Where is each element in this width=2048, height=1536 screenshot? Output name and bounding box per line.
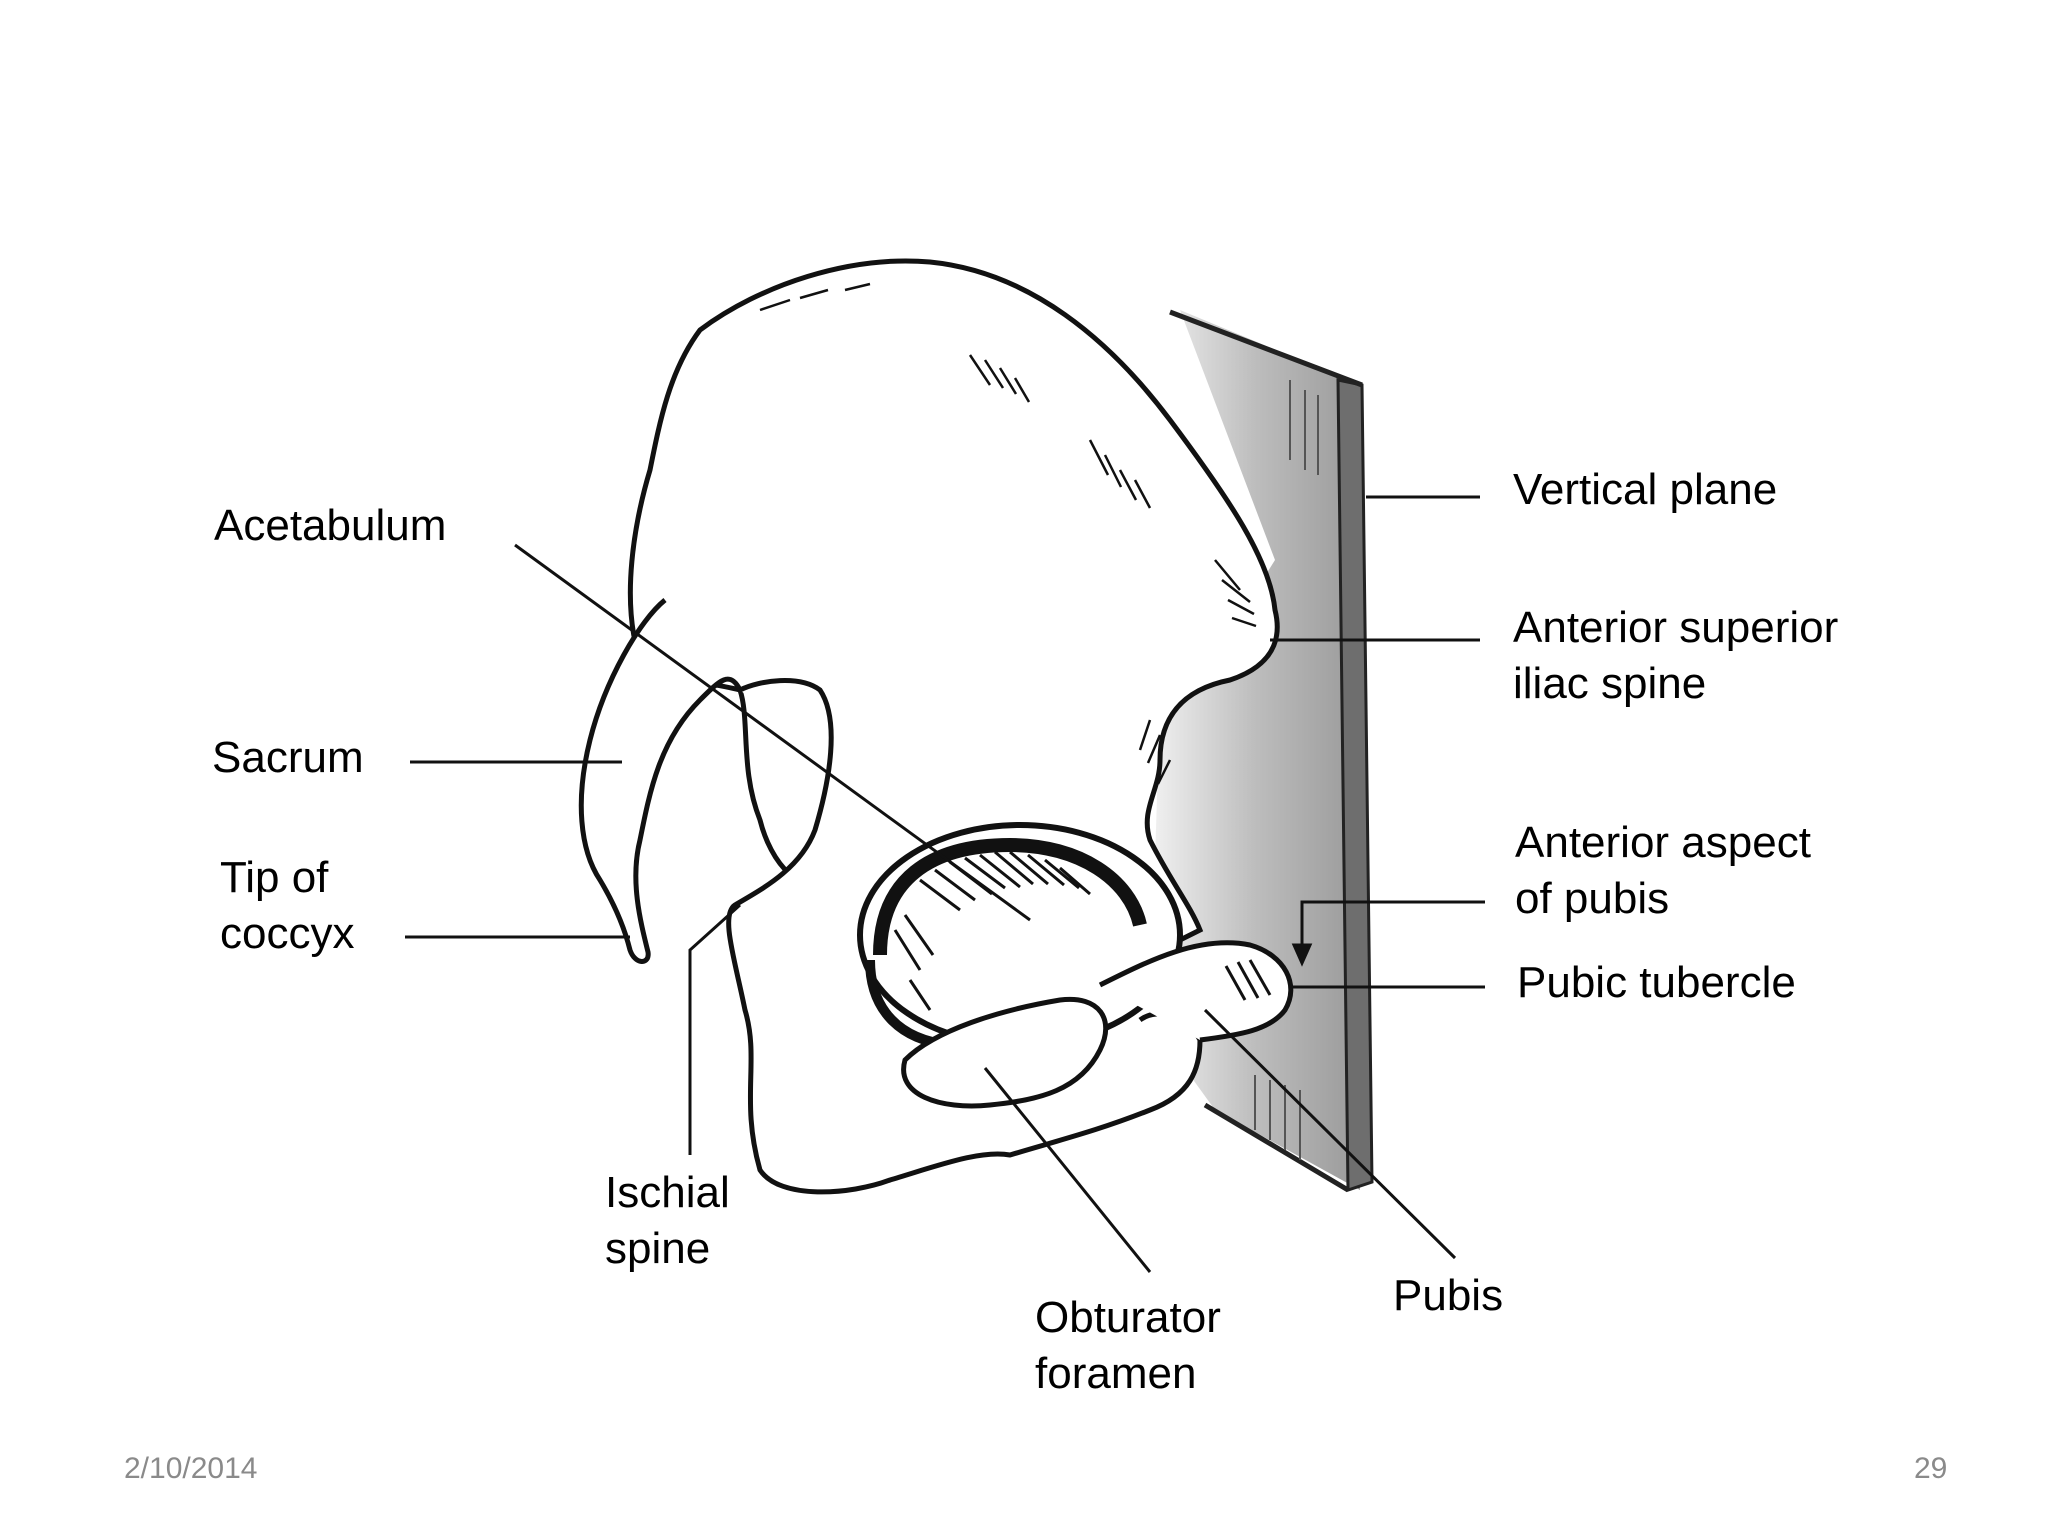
label-sacrum: Sacrum [212,733,364,782]
leader-pubis [1203,1008,1457,1260]
label-pubis: Pubis [1393,1271,1504,1320]
label-anterior-aspect-of-pubis: Anterior aspect of pubis [1515,815,1811,927]
label-obturator-foramen: Obturator foramen [1035,1290,1221,1402]
label-anterior-aspect-line1: Anterior aspect [1515,818,1811,867]
label-obturator-foramen-line1: Obturator [1035,1293,1221,1342]
label-vertical-plane: Vertical plane [1513,465,1778,514]
label-tip-of-coccyx: Tip of coccyx [220,850,354,962]
label-obturator-foramen-line2: foramen [1035,1349,1197,1398]
label-anterior-aspect-line2: of pubis [1515,874,1670,923]
label-tip-of-coccyx-line1: Tip of [220,853,329,902]
label-asis-line1: Anterior superior [1513,603,1839,652]
leader-obturator-foramen [983,1067,1152,1273]
ilium-shading [759,282,1257,785]
label-acetabulum: Acetabulum [214,501,447,550]
label-tip-of-coccyx-line2: coccyx [220,909,355,958]
pubic-tubercle-shading [1224,959,1272,1001]
leader-anterior-aspect [1300,900,1485,955]
slide-date: 2/10/2014 [124,1452,258,1485]
leader-acetabulum [514,543,1031,922]
sacrum-outline [578,598,743,964]
label-ischial-spine-line1: Ischial [605,1168,730,1217]
pubis-shape [1098,940,1294,1043]
leader-lines [405,495,1485,1273]
label-asis: Anterior superior iliac spine [1513,600,1838,712]
label-pubic-tubercle: Pubic tubercle [1517,958,1796,1007]
obturator-foramen-shape [901,996,1109,1109]
slide-page-number: 29 [1914,1452,1948,1485]
label-asis-line2: iliac spine [1513,659,1707,708]
acetabulum-shape [857,822,1183,1050]
leader-ischial-spine [688,903,742,1155]
label-ischial-spine-line2: spine [605,1224,711,1273]
label-ischial-spine: Ischial spine [605,1165,730,1277]
